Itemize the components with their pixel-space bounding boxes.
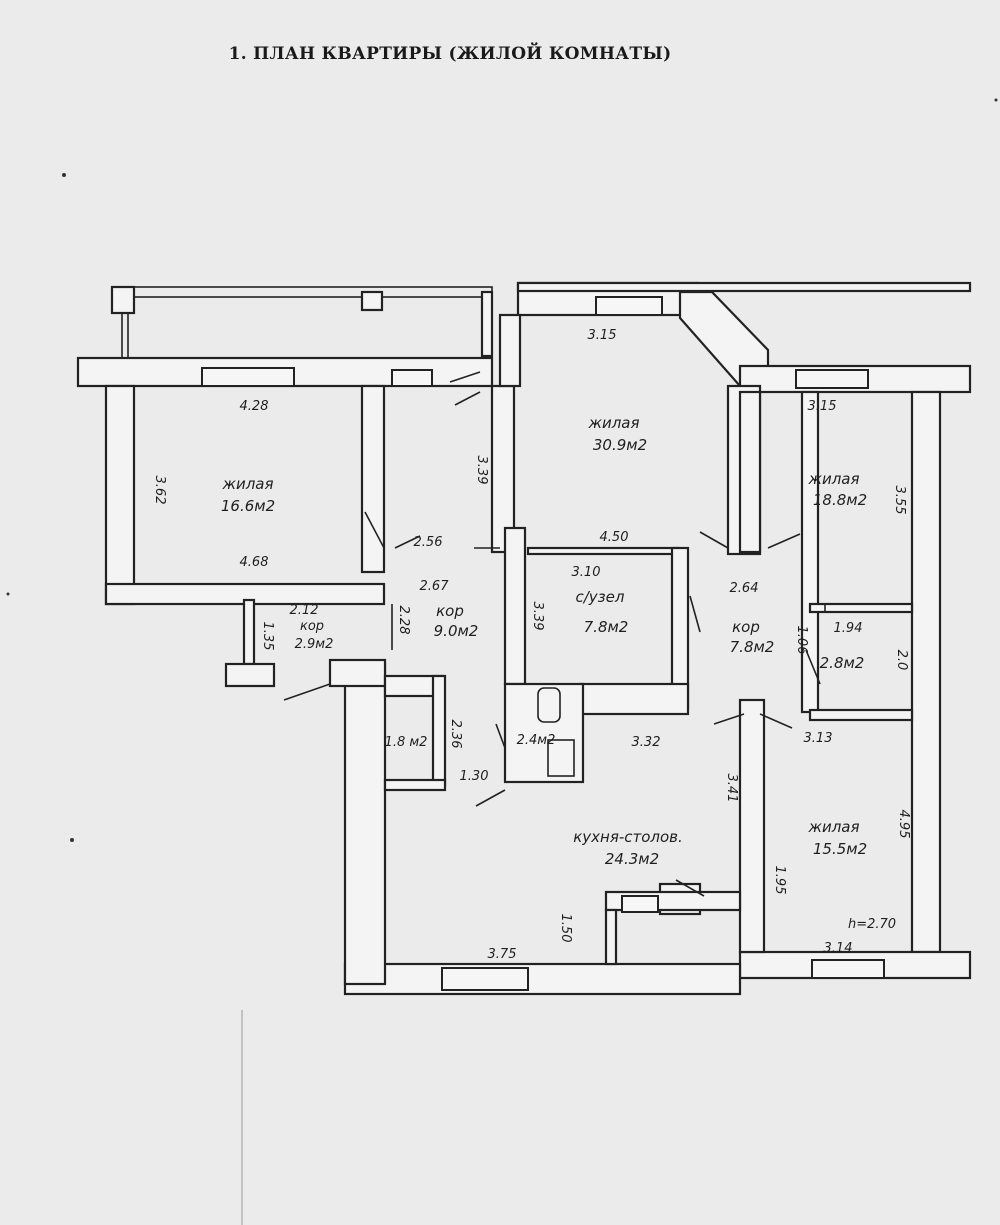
room-zhilaya4-area: 15.5м2 bbox=[813, 840, 867, 858]
dim-3-15a: 3.15 bbox=[588, 328, 617, 343]
room-su1-area: 7.8м2 bbox=[584, 618, 629, 636]
room-kor3-area: 7.8м2 bbox=[730, 638, 775, 656]
room-zhilaya2-name: жилая bbox=[587, 414, 639, 432]
dim-3-14: 3.14 bbox=[824, 941, 853, 956]
dimension-labels: 4.28 3.62 4.68 3.39 2.56 2.67 2.28 2.12 … bbox=[152, 328, 911, 962]
dim-4-68: 4.68 bbox=[240, 555, 269, 570]
dim-3-32: 3.32 bbox=[632, 735, 661, 750]
dim-2-36: 2.36 bbox=[448, 720, 463, 749]
dim-2-64: 2.64 bbox=[730, 581, 759, 596]
room-zhilaya1-area: 16.6м2 bbox=[221, 497, 275, 515]
dim-3-55: 3.55 bbox=[892, 486, 907, 515]
windows bbox=[201, 296, 885, 991]
dim-4-50: 4.50 bbox=[600, 530, 629, 545]
dim-2-56: 2.56 bbox=[414, 535, 443, 550]
dim-1-95: 1.95 bbox=[772, 866, 787, 895]
inner-walls bbox=[224, 313, 914, 966]
room-zhilaya1-name: жилая bbox=[221, 475, 273, 493]
ceiling-height: h=2.70 bbox=[848, 917, 896, 932]
dim-3-41: 3.41 bbox=[724, 774, 739, 803]
dim-3-39: 3.39 bbox=[474, 456, 489, 485]
balcony bbox=[110, 285, 494, 358]
room-su1-name: с/узел bbox=[576, 588, 625, 606]
room-zhilaya3-name: жилая bbox=[807, 470, 859, 488]
room-kor3-name: кор bbox=[732, 618, 760, 636]
room-labels: жилая 16.6м2 жилая 30.9м2 жилая 18.8м2 ж… bbox=[221, 414, 867, 868]
dim-3-75: 3.75 bbox=[488, 947, 517, 962]
dim-1-06: 1.06 bbox=[794, 626, 809, 655]
room-su2-area: 2.4м2 bbox=[517, 733, 556, 748]
room-kor1-name: кор bbox=[436, 602, 464, 620]
fixtures bbox=[391, 604, 826, 777]
dim-4-95: 4.95 bbox=[896, 810, 911, 839]
dim-3-15b: 3.15 bbox=[808, 399, 837, 414]
room-kitchen-name: кухня-столов. bbox=[573, 828, 683, 846]
dim-2-0: 2.0 bbox=[894, 650, 909, 671]
room-kor2-area: 2.9м2 bbox=[295, 637, 334, 652]
dim-4-28: 4.28 bbox=[240, 399, 269, 414]
room-kitchen-area: 24.3м2 bbox=[605, 850, 659, 868]
room-kladovka1-area: 1.8 м2 bbox=[385, 735, 428, 750]
dim-2-12: 2.12 bbox=[290, 603, 319, 618]
doors bbox=[283, 371, 821, 897]
dim-2-28: 2.28 bbox=[396, 606, 411, 635]
dim-3-10: 3.10 bbox=[572, 565, 601, 580]
dim-1-50: 1.50 bbox=[558, 914, 573, 943]
dim-1-94: 1.94 bbox=[834, 621, 863, 636]
dim-1-30: 1.30 bbox=[460, 769, 489, 784]
room-kor2-name: кор bbox=[300, 619, 324, 634]
room-kor1-area: 9.0м2 bbox=[434, 622, 479, 640]
page-title: 1. ПЛАН КВАРТИРЫ (ЖИЛОЙ КОМНАТЫ) bbox=[228, 44, 672, 64]
dim-3-39b: 3.39 bbox=[530, 602, 545, 631]
dim-1-35: 1.35 bbox=[260, 622, 275, 651]
scan-specks bbox=[6, 98, 998, 1225]
room-kladovka2-area: 2.8м2 bbox=[820, 654, 865, 672]
dim-3-13: 3.13 bbox=[804, 731, 833, 746]
room-zhilaya2-area: 30.9м2 bbox=[593, 436, 647, 454]
room-zhilaya4-name: жилая bbox=[807, 818, 859, 836]
dim-3-62: 3.62 bbox=[152, 476, 167, 505]
room-zhilaya3-area: 18.8м2 bbox=[813, 491, 867, 509]
dim-2-67: 2.67 bbox=[420, 579, 450, 594]
